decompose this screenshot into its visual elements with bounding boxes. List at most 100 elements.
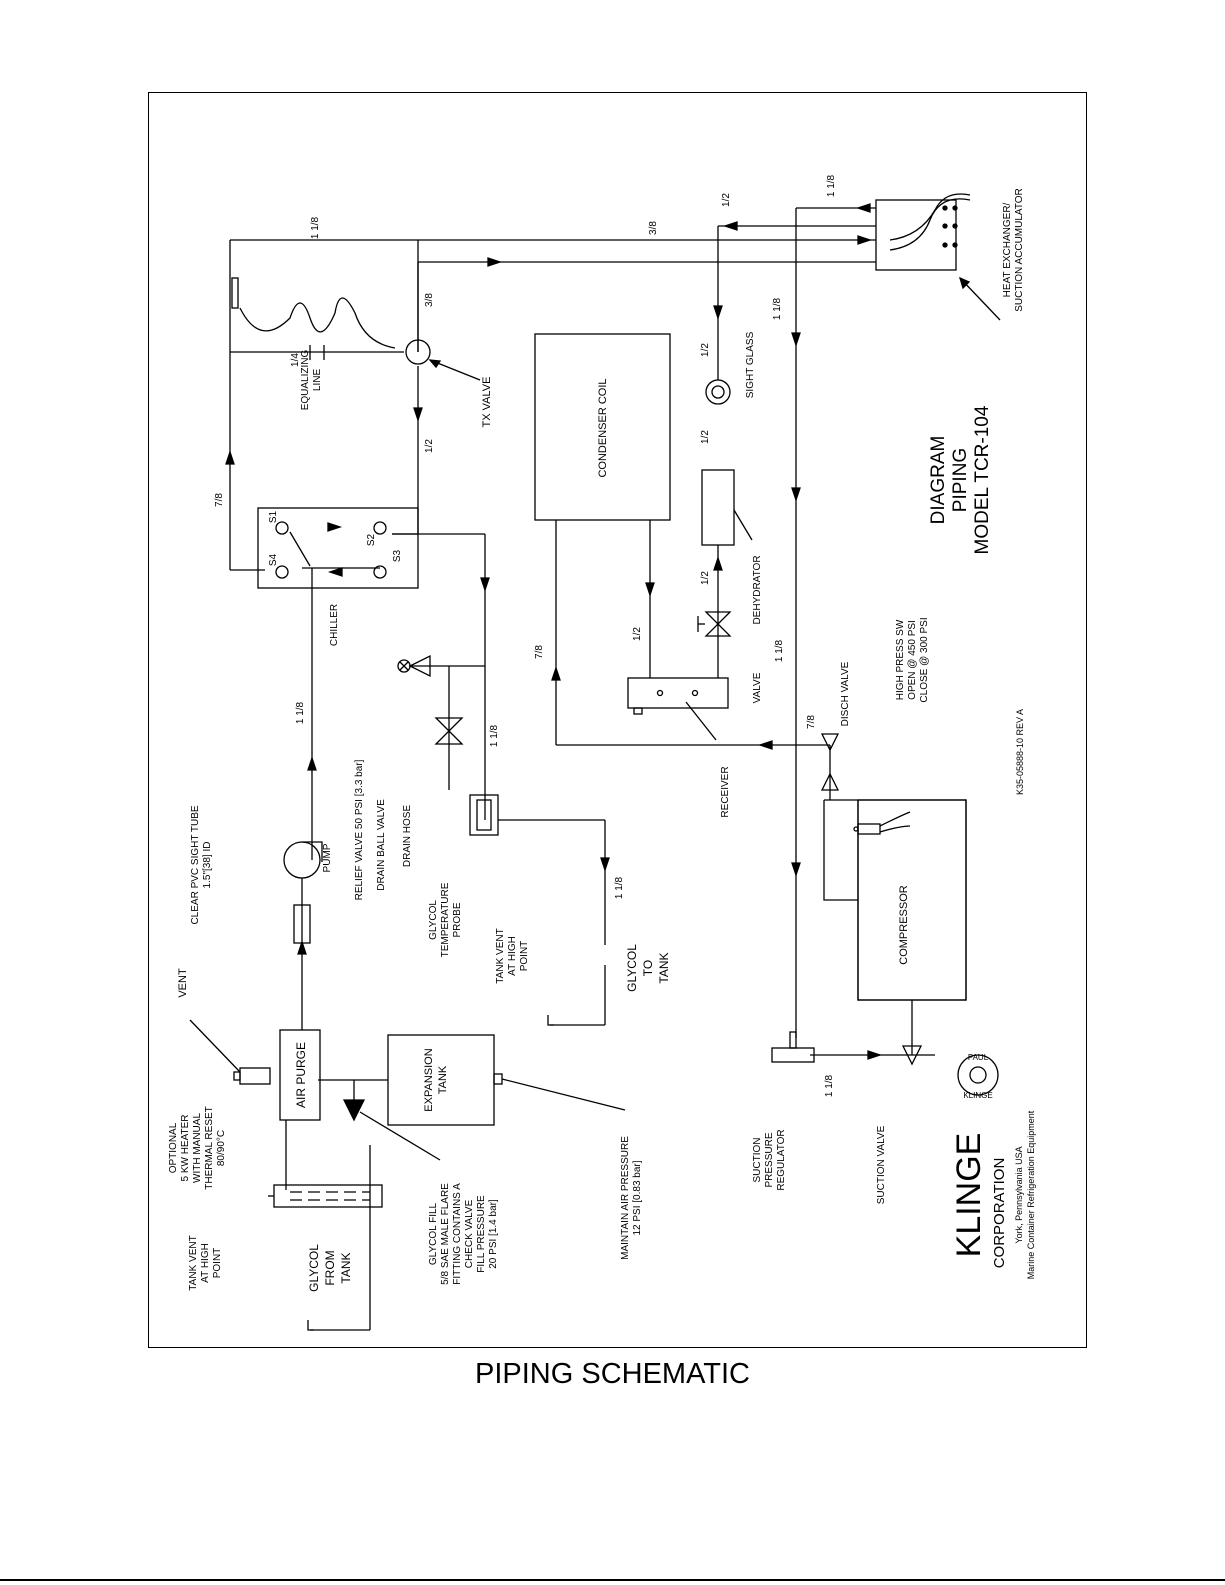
arrow-icon bbox=[857, 235, 873, 245]
label-glycol-fill-1: GLYCOL FILL bbox=[428, 1202, 439, 1265]
label-receiver: RECEIVER bbox=[720, 766, 731, 817]
arrow-icon bbox=[791, 862, 801, 878]
pipe-size-label: 1/2 bbox=[721, 193, 732, 207]
arrow-icon bbox=[645, 582, 655, 598]
label-sight-glass: SIGHT GLASS bbox=[745, 331, 756, 398]
label-glycol-fill-6: 20 PSI [1.4 bar] bbox=[488, 1199, 499, 1269]
label-dehydrator: DEHYDRATOR bbox=[752, 555, 763, 624]
pipe-size-label: 1 1/8 bbox=[826, 174, 837, 197]
company-location: York, Pennsylvania USA bbox=[1014, 1146, 1024, 1243]
diagram-title-line-2: PIPING bbox=[950, 448, 971, 512]
pipe-size-label: 1 1/8 bbox=[772, 297, 783, 320]
label-glycol-fill-2: 5/8 SAE MALE FLARE bbox=[440, 1183, 451, 1285]
label-pump: PUMP bbox=[322, 843, 333, 872]
dehydrator bbox=[701, 469, 735, 546]
arrow-icon bbox=[713, 305, 723, 321]
arrow-icon bbox=[600, 857, 610, 873]
label-compressor: COMPRESSOR bbox=[898, 885, 910, 965]
label-probe-1: GLYCOL bbox=[428, 900, 439, 940]
label-heater-2: 5 KW HEATER bbox=[180, 1114, 191, 1181]
svg-text:PAUL: PAUL bbox=[968, 1053, 989, 1062]
pipe-size-label: 1/2 bbox=[700, 343, 711, 357]
company-seal: PAUL KLINGE bbox=[957, 1053, 999, 1100]
piping-lines bbox=[229, 207, 935, 1331]
label-equalizing-1: EQUALIZING bbox=[300, 350, 311, 411]
company-sub: CORPORATION bbox=[991, 1158, 1008, 1269]
label-glycol-to-1: GLYCOL bbox=[625, 944, 639, 992]
heat-exchanger bbox=[875, 193, 1001, 321]
arrow-icon bbox=[855, 203, 871, 213]
pipe-size-label: 1/2 bbox=[700, 430, 711, 444]
relief-valve bbox=[397, 654, 431, 678]
arrow-icon bbox=[480, 577, 490, 593]
arrow-icon bbox=[225, 449, 235, 465]
arrow-icon bbox=[791, 332, 801, 348]
label-tank-vent-r-1: TANK VENT bbox=[495, 928, 506, 983]
flow-arrows bbox=[225, 203, 883, 1060]
pipe-size-label: 1 1/8 bbox=[774, 639, 785, 662]
label-glycol-to-2: TO bbox=[641, 960, 655, 976]
expansion-tank bbox=[387, 1034, 626, 1126]
bottom-rule bbox=[0, 1579, 1225, 1581]
receiver bbox=[627, 677, 729, 741]
pipe-size-label: 1 1/8 bbox=[824, 1074, 835, 1097]
label-suction-reg-1: SUCTION bbox=[752, 1138, 763, 1183]
suction-valve bbox=[901, 1045, 923, 1066]
pipe-size-label: 1 1/8 bbox=[614, 876, 625, 899]
label-valve: VALVE bbox=[752, 672, 763, 703]
label-glycol-fill-3: FITTING CONTAINS A bbox=[452, 1183, 463, 1285]
arrow-icon bbox=[327, 567, 343, 577]
glycol-fill-valve bbox=[342, 1099, 441, 1161]
pipe-size-label: 1/2 bbox=[424, 439, 435, 453]
label-equalizing-2: LINE bbox=[312, 369, 323, 392]
arrow-icon bbox=[413, 407, 423, 423]
tank-vent-right bbox=[547, 1015, 554, 1026]
arrow-icon bbox=[791, 487, 801, 503]
arrow-icon bbox=[722, 221, 738, 231]
schematic-frame bbox=[148, 92, 1087, 1348]
pipe-size-label: 7/8 bbox=[534, 645, 545, 659]
label-heat-exchanger-2: SUCTION ACCUMULATOR bbox=[1014, 188, 1025, 312]
vent bbox=[189, 1019, 271, 1085]
label-heater-3: WITH MANUAL bbox=[192, 1113, 203, 1183]
arrow-icon bbox=[297, 939, 307, 955]
company-tagline: Marine Container Refrigeration Equipment bbox=[1026, 1110, 1036, 1279]
suction-pressure-regulator bbox=[771, 1031, 815, 1063]
clear-pvc-sight-tube bbox=[293, 904, 311, 944]
label-suction-reg-2: PRESSURE bbox=[764, 1132, 775, 1187]
label-high-press-3: CLOSE @ 300 PSI bbox=[919, 617, 930, 702]
label-heat-exchanger-1: HEAT EXCHANGER/ bbox=[1002, 202, 1013, 297]
label-air-purge: AIR PURGE bbox=[294, 1042, 308, 1108]
pipe-size-label: 7/8 bbox=[806, 715, 817, 729]
label-heater-5: 80/90°C bbox=[216, 1130, 227, 1166]
label-port-s3: S3 bbox=[392, 549, 403, 562]
label-probe-2: TEMPERATURE bbox=[440, 882, 451, 957]
label-port-s2: S2 bbox=[366, 533, 377, 546]
pipe-break-marks bbox=[309, 345, 325, 360]
label-clear-pvc-2: 1.5"[38] ID bbox=[202, 842, 213, 889]
label-clear-pvc-1: CLEAR PVC SIGHT TUBE bbox=[190, 805, 201, 924]
pipe-size-label: 3/8 bbox=[424, 293, 435, 307]
pipe-size-label: 1 1/8 bbox=[310, 216, 321, 239]
label-relief-valve: RELIEF VALVE 50 PSI [3.3 bar] bbox=[354, 759, 365, 900]
label-suction-valve: SUCTION VALVE bbox=[876, 1125, 887, 1204]
label-vent: VENT bbox=[177, 968, 189, 998]
label-drain-ball-valve: DRAIN BALL VALVE bbox=[376, 799, 387, 891]
diagram-title-line-3: MODEL TCR-104 bbox=[972, 405, 993, 554]
labels: DIAGRAM PIPING MODEL TCR-104 K35-05888-1… bbox=[168, 174, 1036, 1291]
label-condenser-coil: CONDENSER COIL bbox=[597, 378, 609, 477]
label-tank-vent-l-2: AT HIGH bbox=[200, 1243, 211, 1283]
label-expansion-2: TANK bbox=[437, 1065, 449, 1094]
label-heater-1: OPTIONAL bbox=[168, 1122, 179, 1173]
label-chiller: CHILLER bbox=[329, 604, 340, 646]
pipe-size-label: 1/2 bbox=[632, 627, 643, 641]
arrow-icon bbox=[713, 555, 723, 571]
label-maintain-air-2: 12 PSI [0.83 bar] bbox=[632, 1160, 643, 1235]
arrow-icon bbox=[307, 755, 317, 771]
disch-valve bbox=[820, 733, 840, 791]
chiller bbox=[257, 507, 419, 589]
label-glycol-to-3: TANK bbox=[657, 952, 671, 983]
diagram-title-line-1: DIAGRAM bbox=[928, 436, 949, 525]
label-high-press-1: HIGH PRESS SW bbox=[895, 619, 906, 700]
